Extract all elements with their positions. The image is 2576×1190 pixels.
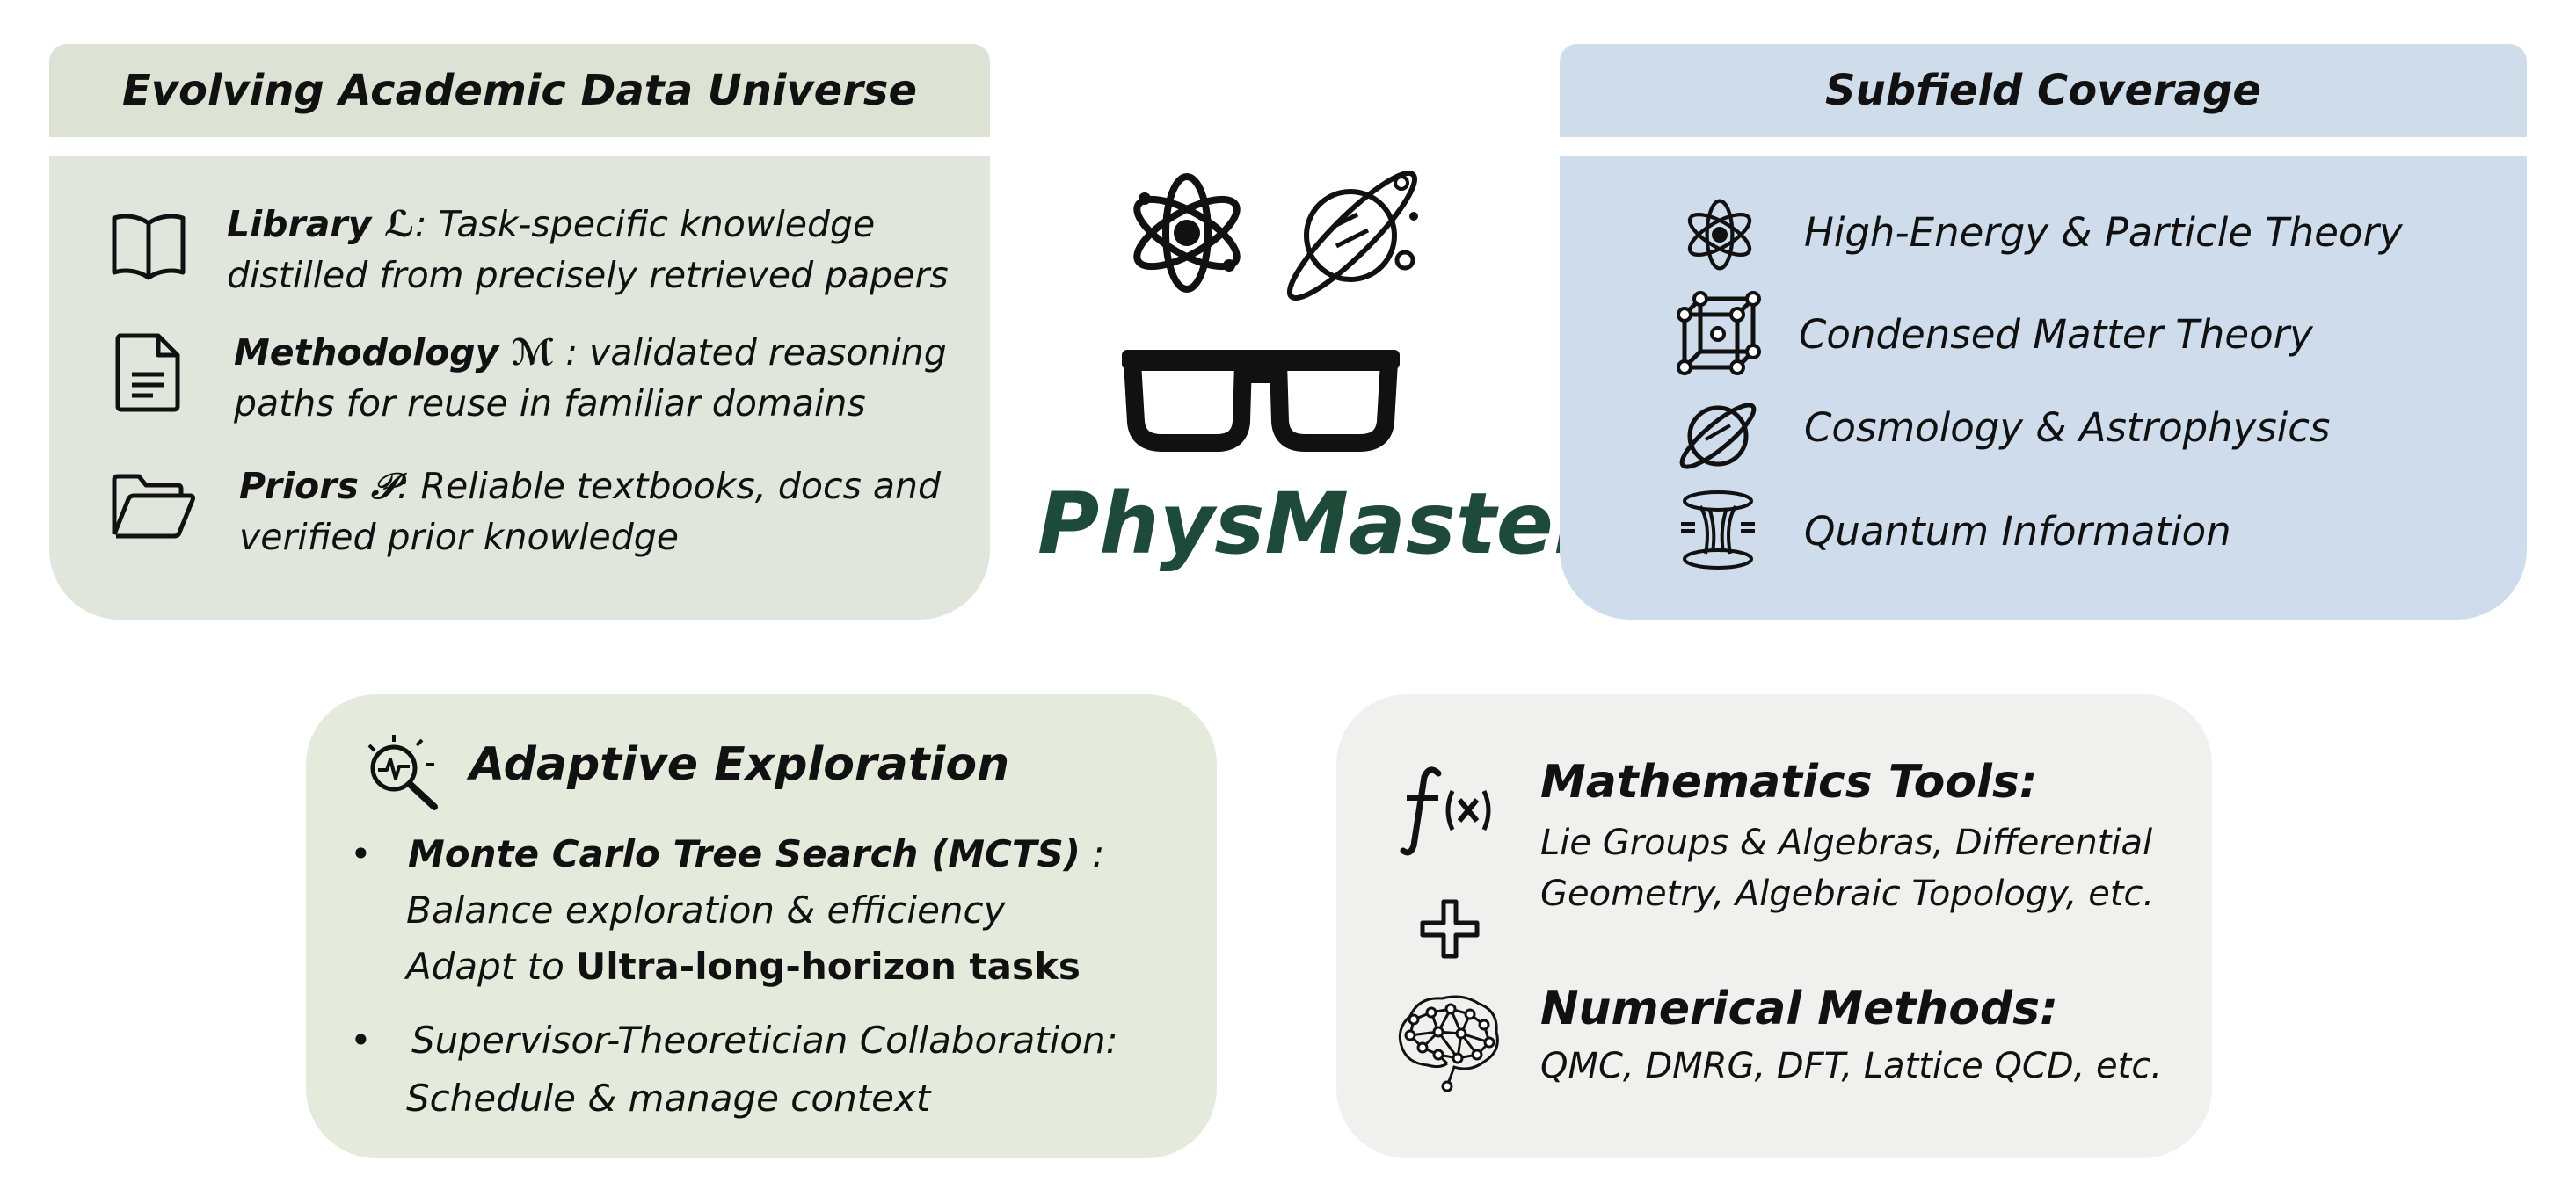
glasses-icon [1122,350,1400,452]
math-tools-title: Mathematics Tools: [1540,756,2038,809]
quantum-device-icon [1681,490,1755,570]
atom-icon [1133,173,1241,293]
mcts-line3: Adapt to Ultra-long-horizon tasks [406,939,1081,995]
mcts-bullet: Monte Carlo Tree Search (MCTS) : [408,826,1104,882]
methodology-sep: : [554,331,590,374]
library-item: Library ℒ: Task-specific knowledge disti… [227,199,949,301]
plus-icon [1420,899,1480,959]
numerical-methods-line1: QMC, DMRG, DFT, Lattice QCD, etc. [1540,1046,2163,1086]
book-icon [112,214,186,280]
collab-line1: Supervisor-Theoretician Collaboration: [411,1019,1118,1062]
mcts-head-suffix: : [1080,832,1105,875]
priors-name: Priors 𝒫 [239,465,397,507]
priors-line1: Reliable textbooks, docs and [420,465,942,507]
neural-brain-icon [1398,995,1499,1092]
subfield-atom-icon [1687,199,1752,271]
library-name: Library ℒ [227,203,415,245]
subfield-label-qi: Quantum Information [1804,508,2231,555]
lattice-cube-icon [1677,291,1761,375]
bullet-dot-2: • [350,1019,372,1062]
exploration-title: Adaptive Exploration [469,738,1010,791]
numerical-methods-title: Numerical Methods: [1540,983,2058,1035]
subfield-label-cosmo: Cosmology & Astrophysics [1804,404,2331,451]
math-tools-line2: Geometry, Algebraic Topology, etc. [1540,874,2155,914]
brand-name: PhysMaster [1037,475,1596,573]
document-icon [115,333,180,412]
exploration-panel [306,694,1217,1158]
subfield-planet-icon [1679,403,1757,469]
methodology-line2: paths for reuse in familiar domains [234,382,866,424]
priors-line2: verified prior knowledge [239,516,679,558]
data-universe-header [49,44,990,137]
search-analytics-icon [367,735,438,810]
math-tools-line1: Lie Groups & Algebras, Differential [1540,823,2153,863]
mcts-head: Monte Carlo Tree Search (MCTS) [408,832,1081,875]
library-sep: : [414,203,439,245]
subfield-title: Subfield Coverage [1825,66,2261,115]
priors-sep: : [397,465,421,507]
bullet-dot-1: • [350,832,372,875]
priors-item: Priors 𝒫: Reliable textbooks, docs and v… [239,461,941,562]
mcts-line3-prefix: Adapt to [406,945,577,988]
data-universe-title: Evolving Academic Data Universe [121,66,918,115]
library-line1: Task-specific knowledge [438,203,876,245]
library-line2: distilled from precisely retrieved paper… [227,254,949,296]
subfield-label-hep: High-Energy & Particle Theory [1804,209,2403,256]
folder-icon [112,474,196,539]
data-universe-panel [49,156,990,620]
methodology-line1: validated reasoning [589,331,947,374]
subfield-header [1560,44,2527,137]
function-icon [1400,766,1491,856]
collab-line2: Schedule & manage context [406,1077,931,1120]
mcts-line3-bold: Ultra-long-horizon tasks [576,945,1081,988]
subfield-label-cm: Condensed Matter Theory [1799,311,2313,358]
planet-icon [1286,170,1418,301]
methodology-name: Methodology ℳ [234,331,555,374]
methodology-item: Methodology ℳ : validated reasoning path… [234,327,947,429]
mcts-line2: Balance exploration & efficiency [406,889,1006,932]
tools-panel [1336,694,2212,1158]
